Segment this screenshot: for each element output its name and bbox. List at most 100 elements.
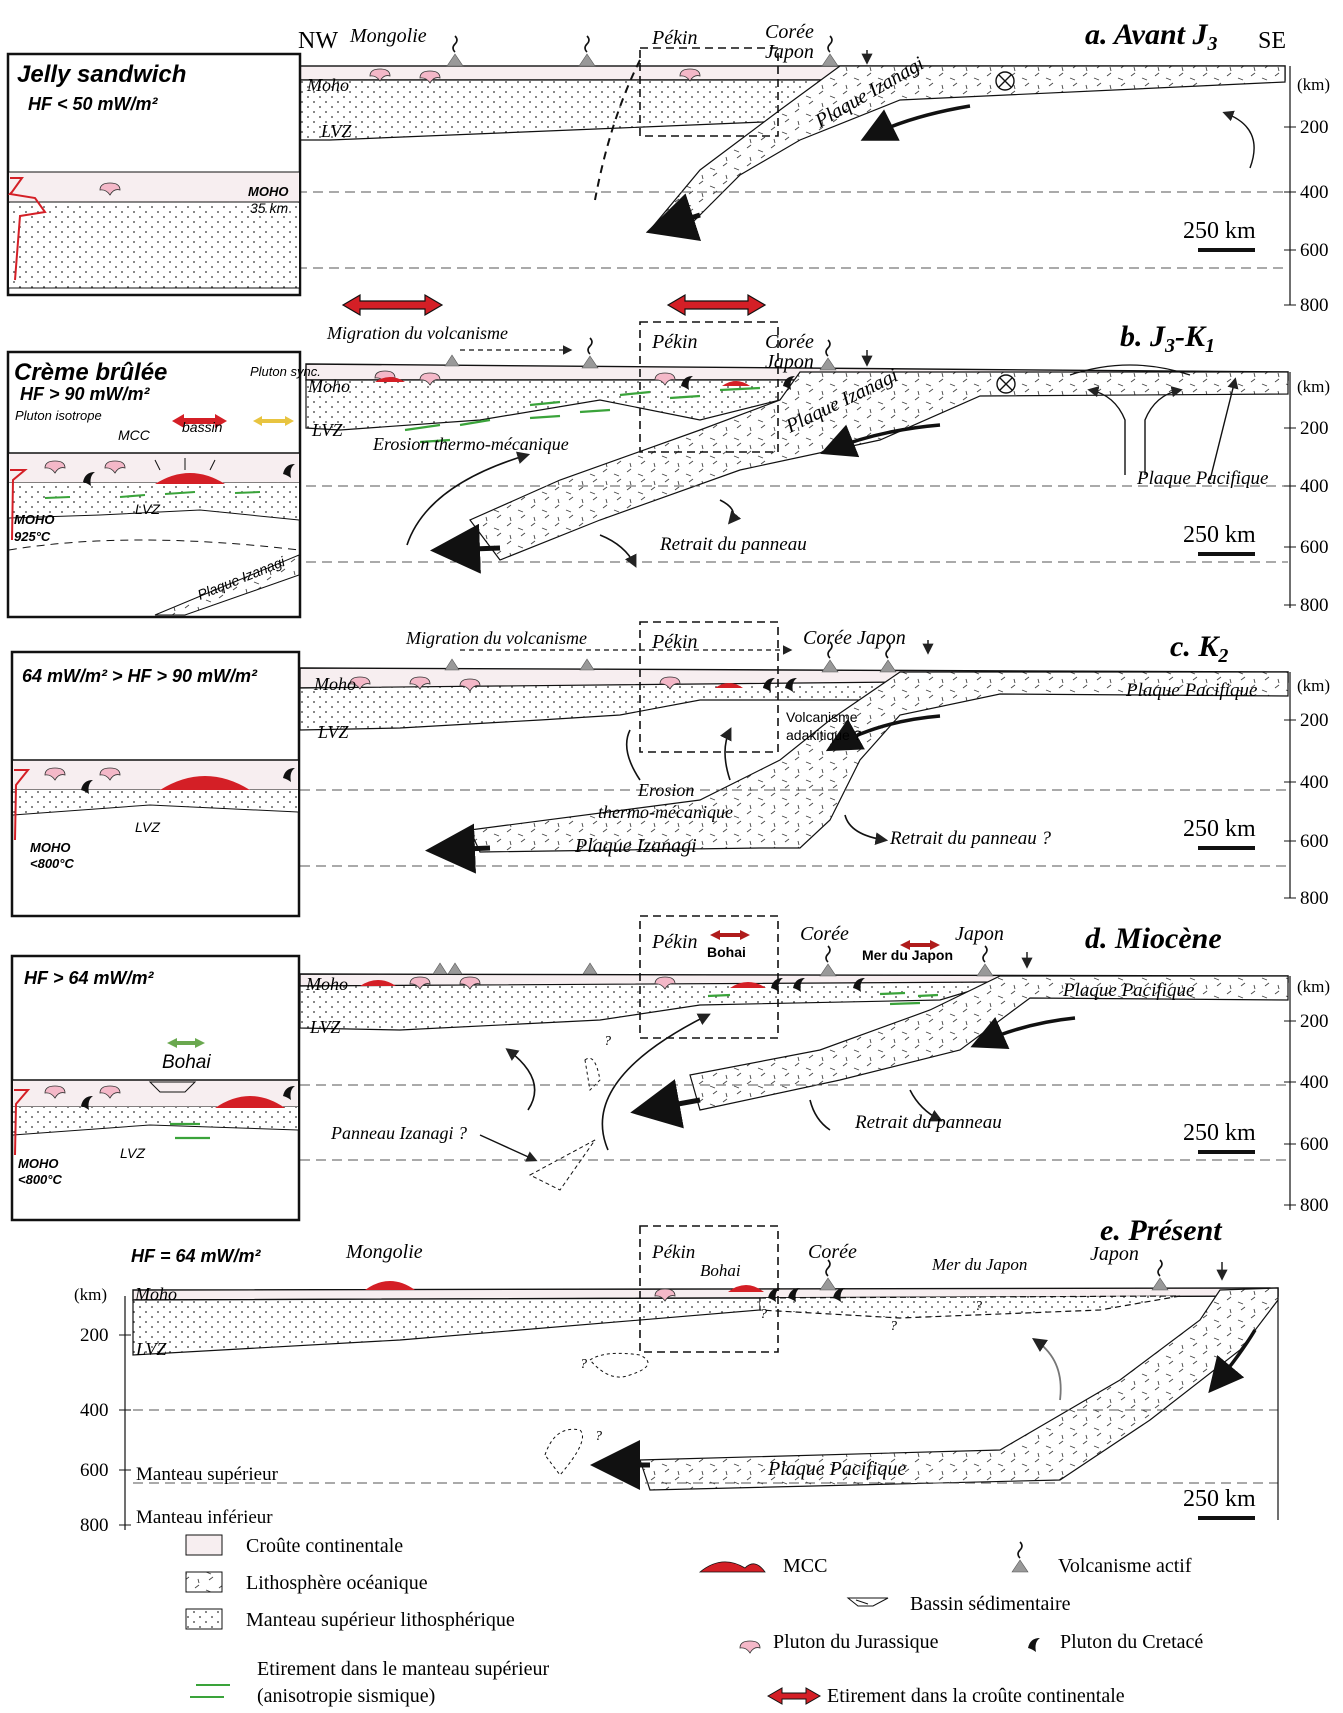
inset-a: Jelly sandwich HF < 50 mW/m² MOHO 35 km (8, 54, 300, 295)
volcano-icon (820, 1260, 836, 1290)
legend-basin: Bassin sédimentaire (848, 1593, 1071, 1615)
volcano-icon (582, 338, 598, 368)
svg-text:adakitique ?: adakitique ? (786, 727, 862, 743)
svg-text:600: 600 (1300, 240, 1329, 261)
svg-text:Retrait du panneau: Retrait du panneau (854, 1112, 1002, 1133)
panel-e: HF = 64 mW/m² Mongolie Pékin Bohai Corée… (74, 1214, 1278, 1536)
svg-text:Volcanisme actif: Volcanisme actif (1058, 1555, 1192, 1577)
volcano-icon (977, 946, 993, 976)
depth-axis: (km) 200 400 600 800 (1284, 372, 1330, 616)
svg-text:600: 600 (1300, 537, 1329, 558)
svg-text:200: 200 (1300, 117, 1329, 138)
svg-text:(km): (km) (1297, 676, 1330, 695)
svg-text:250 km: 250 km (1183, 522, 1256, 548)
panel-title: a. Avant J3 (1085, 18, 1218, 55)
svg-text:?: ? (890, 1319, 897, 1334)
svg-text:Manteau supérieur: Manteau supérieur (136, 1464, 279, 1485)
place-pekin: Pékin (651, 27, 698, 49)
inset-hf: HF < 50 mW/m² (28, 94, 159, 114)
depth-axis-left: (km) 200 400 600 800 (74, 1285, 131, 1536)
slab-motion-arrow (445, 548, 500, 550)
svg-text:MCC: MCC (783, 1555, 827, 1577)
inset-title: Crème brûlée (14, 359, 167, 386)
svg-text:Bohai: Bohai (162, 1052, 211, 1073)
svg-text:Retrait du panneau: Retrait du panneau (659, 534, 807, 555)
svg-text:Moho: Moho (305, 974, 348, 994)
volcano-icon (447, 36, 463, 66)
svg-text:?: ? (580, 1357, 587, 1372)
svg-text:Manteau supérieur lithosphériq: Manteau supérieur lithosphérique (246, 1609, 515, 1631)
panel-b: Migration du volcanisme Pékin Corée Japo… (8, 295, 1330, 617)
svg-text:Pékin: Pékin (651, 931, 698, 953)
svg-text:Corée: Corée (808, 1241, 857, 1263)
migration-label: Migration du volcanisme (326, 323, 508, 343)
scale-label: 250 km (1183, 218, 1256, 244)
svg-text:HF > 90 mW/m²: HF > 90 mW/m² (20, 384, 151, 404)
svg-text:?: ? (975, 1299, 982, 1314)
svg-text:200: 200 (1300, 710, 1329, 731)
svg-text:Croûte continentale: Croûte continentale (246, 1535, 403, 1557)
svg-text:Pluton sync.: Pluton sync. (250, 364, 321, 379)
svg-text:200: 200 (80, 1325, 109, 1346)
panel-title: c. K2 (1170, 630, 1228, 667)
svg-text:Volcanisme: Volcanisme (786, 709, 858, 725)
subduction-arrow (870, 106, 970, 136)
panel-title: e. Présent (1100, 1214, 1223, 1247)
svg-text:800: 800 (80, 1515, 109, 1536)
svg-text:35 km: 35 km (250, 200, 288, 216)
svg-text:Corée Japon: Corée Japon (803, 627, 906, 649)
svg-text:Japon: Japon (955, 923, 1004, 945)
svg-text:Corée: Corée (800, 923, 849, 945)
svg-text:Plaque Pacifique: Plaque Pacifique (767, 1458, 906, 1480)
svg-text:Retrait du panneau ?: Retrait du panneau ? (889, 828, 1051, 849)
svg-text:Migration du volcanisme: Migration du volcanisme (405, 628, 587, 648)
svg-text:MCC: MCC (118, 427, 151, 443)
svg-text:800: 800 (1300, 888, 1329, 909)
svg-text:<800°C: <800°C (30, 856, 74, 871)
svg-text:600: 600 (80, 1460, 109, 1481)
svg-text:?: ? (760, 1307, 767, 1322)
svg-text:Lithosphère océanique: Lithosphère océanique (246, 1572, 428, 1594)
inset-d: HF > 64 mW/m² Bohai MOHO <800°C LVZ (12, 956, 299, 1220)
svg-text:Moho: Moho (134, 1284, 177, 1304)
svg-text:?: ? (595, 1429, 602, 1444)
svg-text:600: 600 (1300, 831, 1329, 852)
legend-mcc: MCC (700, 1555, 827, 1577)
svg-text:200: 200 (1300, 418, 1329, 439)
svg-text:Etirement dans le manteau supé: Etirement dans le manteau supérieur (257, 1658, 549, 1680)
mantle-flow-arrow (1225, 113, 1254, 168)
svg-text:Etirement dans la croûte conti: Etirement dans la croûte continentale (827, 1685, 1125, 1707)
svg-text:Manteau inférieur: Manteau inférieur (136, 1507, 273, 1528)
svg-text:925°C: 925°C (14, 529, 51, 544)
place-mongolie: Mongolie (349, 25, 427, 47)
legend-stretch-crust: Etirement dans la croûte continentale (768, 1685, 1125, 1707)
moho-label: Moho (306, 75, 349, 95)
legend: Croûte continentale Lithosphère océaniqu… (186, 1535, 1203, 1707)
svg-text:HF = 64 mW/m²: HF = 64 mW/m² (131, 1246, 262, 1266)
svg-text:LVZ: LVZ (135, 501, 160, 517)
svg-text:800: 800 (1300, 295, 1329, 316)
inset-b: Crème brûlée HF > 90 mW/m² Pluton sync. … (8, 352, 321, 617)
svg-text:400: 400 (1300, 1072, 1329, 1093)
svg-text:Pékin: Pékin (651, 331, 698, 353)
svg-text:LVZ: LVZ (135, 1339, 167, 1359)
svg-text:<800°C: <800°C (18, 1172, 62, 1187)
legend-volcanism: Volcanisme actif (1012, 1542, 1192, 1577)
place-japon: Japon (765, 41, 814, 63)
svg-text:Mongolie: Mongolie (345, 1241, 423, 1263)
volcano-icon (579, 36, 595, 66)
svg-text:Plaque Pacifique: Plaque Pacifique (1136, 468, 1268, 489)
pacific-slab (640, 1288, 1278, 1490)
svg-text:Pluton du Jurassique: Pluton du Jurassique (773, 1631, 939, 1653)
legend-stretch-mantle: Etirement dans le manteau supérieur (ani… (190, 1658, 549, 1707)
svg-text:400: 400 (1300, 182, 1329, 203)
svg-text:Pluton du Cretacé: Pluton du Cretacé (1060, 1631, 1203, 1653)
svg-text:400: 400 (80, 1400, 109, 1421)
legend-pluton-j: Pluton du Jurassique (740, 1631, 939, 1653)
svg-text:400: 400 (1300, 772, 1329, 793)
lvz-label: LVZ (320, 121, 352, 141)
svg-text:LVZ: LVZ (311, 420, 343, 440)
svg-text:Corée: Corée (765, 331, 814, 353)
svg-text:Bassin sédimentaire: Bassin sédimentaire (910, 1593, 1071, 1615)
